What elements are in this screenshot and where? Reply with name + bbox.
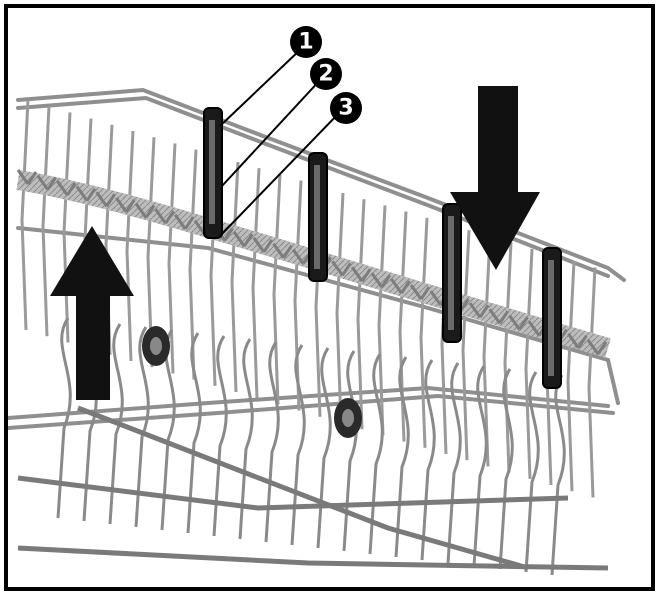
svg-text:2: 2	[318, 62, 333, 87]
rack-wheel	[334, 398, 362, 438]
svg-text:1: 1	[298, 30, 313, 55]
rack-lower-rail	[17, 405, 609, 571]
diagram-frame: 1 2 3	[4, 4, 655, 591]
rack-wheel	[142, 326, 170, 366]
up-arrow	[50, 226, 134, 400]
callout-2: 2	[310, 58, 342, 90]
rack-clip-4	[542, 247, 562, 389]
rack-clip-1	[203, 107, 223, 239]
down-arrow	[450, 86, 540, 270]
svg-text:3: 3	[338, 96, 353, 121]
dishwasher-rack-illustration: 1 2 3	[8, 26, 626, 576]
callout-1: 1	[290, 26, 322, 58]
folding-tine-row	[16, 169, 611, 358]
callout-leaders	[219, 47, 341, 237]
rack-clip-3	[442, 203, 462, 343]
rack-clip-2	[308, 152, 328, 282]
callout-3: 3	[330, 92, 362, 124]
